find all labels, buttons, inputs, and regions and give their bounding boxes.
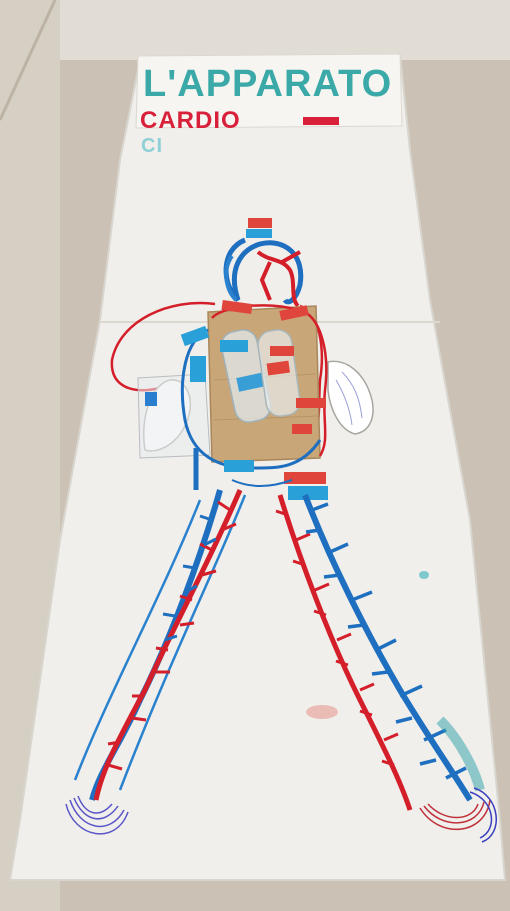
left-lung-bag xyxy=(138,374,210,458)
board-label-blue xyxy=(224,460,254,472)
title-line-3: CI xyxy=(141,135,163,157)
pink-stain xyxy=(306,705,338,719)
title-line-2-dash xyxy=(303,117,339,125)
head-label-red xyxy=(248,218,272,228)
head-label-blue xyxy=(246,229,272,238)
floor-tile-shade-top xyxy=(60,0,510,60)
board-label-blue xyxy=(220,340,248,352)
teal-stain xyxy=(419,571,429,579)
waist-label-red xyxy=(284,472,326,484)
left-lung-tag xyxy=(145,392,157,406)
board-label-blue xyxy=(190,356,206,382)
title-line-1: L'APPARATO xyxy=(143,63,392,105)
board-label-red xyxy=(296,398,326,408)
board-label-red xyxy=(270,346,294,356)
board-label-red xyxy=(292,424,312,434)
title-line-2: CARDIO xyxy=(140,107,241,134)
